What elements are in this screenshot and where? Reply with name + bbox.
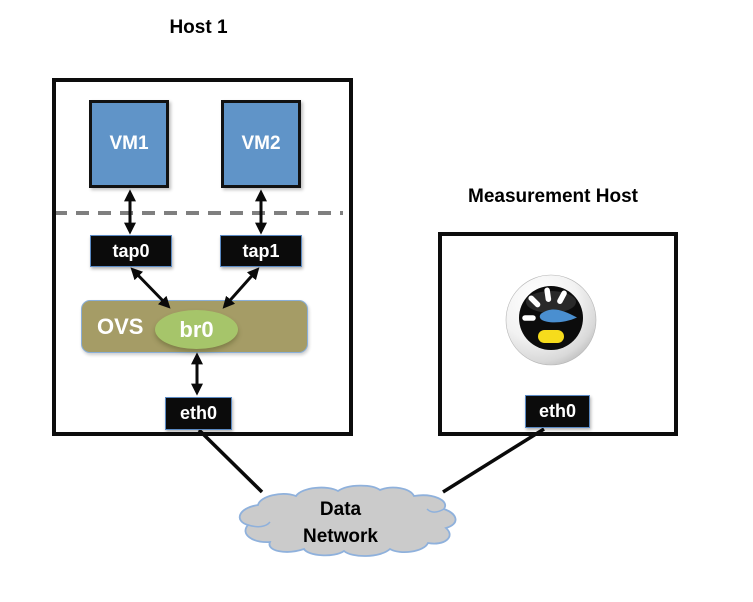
cloud-label-line2: Network bbox=[303, 526, 378, 547]
cloud-curl-right bbox=[426, 508, 445, 513]
vm1-label: VM1 bbox=[109, 133, 149, 154]
measurement-eth0-node: eth0 bbox=[525, 395, 590, 428]
cloud-label-line1: Data bbox=[319, 499, 362, 520]
link-measurement-eth0-to-cloud bbox=[442, 427, 545, 494]
data-network-cloud bbox=[238, 484, 457, 557]
measurement-host-box bbox=[438, 232, 678, 436]
link-host1-eth0-to-cloud bbox=[197, 428, 264, 494]
host1-box bbox=[52, 78, 353, 436]
gauge-yellow-pill bbox=[538, 330, 564, 343]
measurement-host-title: Measurement Host bbox=[468, 186, 638, 207]
vm2-box: VM2 bbox=[221, 100, 301, 188]
ovs-label: OVS bbox=[97, 313, 144, 339]
vm1-box: VM1 bbox=[89, 100, 169, 188]
speedometer-icon bbox=[505, 274, 597, 366]
cloud-curl-left bbox=[247, 521, 271, 528]
host1-eth0-label: eth0 bbox=[179, 403, 217, 423]
host1-title: Host 1 bbox=[169, 17, 228, 38]
measurement-eth0-label: eth0 bbox=[538, 401, 576, 421]
host1-eth0-node: eth0 bbox=[165, 397, 232, 430]
tap1-node: tap1 bbox=[220, 235, 302, 267]
tap0-node: tap0 bbox=[90, 235, 172, 267]
gauge-needle bbox=[539, 309, 577, 323]
br0-label: br0 bbox=[179, 316, 214, 342]
gauge-ticks bbox=[522, 287, 567, 321]
tap1-label: tap1 bbox=[242, 240, 280, 261]
cloud-label: Data Network bbox=[253, 496, 428, 550]
tap0-label: tap0 bbox=[112, 240, 150, 261]
cloud-shape bbox=[238, 484, 457, 557]
vm2-label: VM2 bbox=[241, 133, 281, 154]
br0-bridge-ellipse: br0 bbox=[155, 310, 238, 349]
